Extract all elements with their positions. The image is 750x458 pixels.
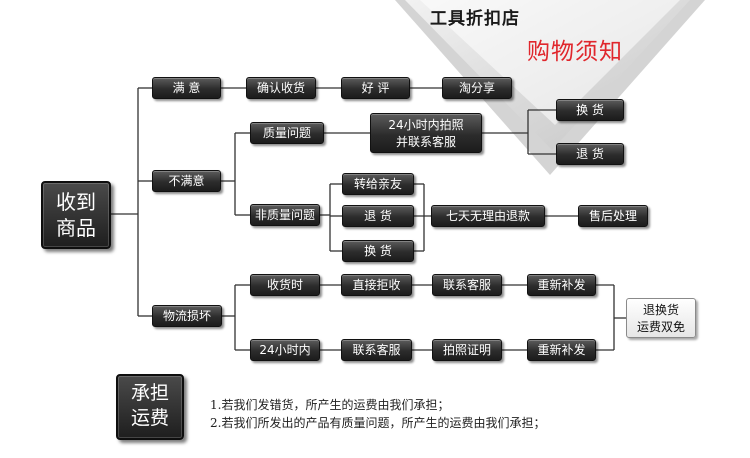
photo-contact-line-2: 并联系客服: [395, 135, 456, 149]
quality-issue-node: 质量问题: [250, 122, 324, 144]
seven-day-refund-node: 七天无理由退款: [431, 205, 545, 227]
within-24h-node: 24小时内: [250, 339, 320, 361]
free-return-line-2: 运费双免: [636, 320, 685, 334]
satisfied-node: 满 意: [152, 77, 221, 99]
exchange-node: 换 货: [556, 99, 624, 121]
photo-contact-node: 24小时内拍照 并联系客服: [370, 113, 482, 153]
receipt-reship-node: 重新补发: [527, 274, 596, 296]
share-node: 淘分享: [442, 77, 512, 99]
24h-contact-service-node: 联系客服: [341, 339, 412, 361]
after-sales-node: 售后处理: [578, 205, 648, 227]
reject-directly-node: 直接拒收: [341, 274, 412, 296]
shipping-note-1: 1.若我们发错货，所产生的运费由我们承担；: [210, 398, 450, 412]
free-return-shipping-node: 退换货 运费双免: [626, 298, 696, 338]
shipping-notes: 1.若我们发错货，所产生的运费由我们承担； 2.若我们所发出的产品有质量问题，所…: [210, 396, 630, 432]
photo-contact-line-1: 24小时内拍照: [388, 118, 464, 132]
photo-proof-node: 拍照证明: [432, 339, 502, 361]
root-line-1: 收到: [56, 190, 96, 214]
logistics-damage-node: 物流损坏: [152, 305, 222, 327]
on-receipt-node: 收货时: [250, 274, 320, 296]
root-line-2: 商品: [56, 216, 96, 240]
page-title: 购物须知: [527, 39, 623, 65]
receipt-contact-service-node: 联系客服: [432, 274, 502, 296]
non-quality-issue-node: 非质量问题: [250, 204, 320, 226]
shop-name: 工具折扣店: [430, 9, 520, 29]
24h-reship-node: 重新补发: [527, 339, 596, 361]
good-review-node: 好 评: [341, 77, 410, 99]
shipping-line-1: 承担: [130, 382, 169, 404]
nq-return-node: 退 货: [342, 205, 414, 227]
free-return-line-1: 退换货: [642, 303, 679, 317]
nq-exchange-node: 换 货: [342, 240, 414, 262]
banner-background: [395, 0, 705, 175]
confirm-receipt-node: 确认收货: [246, 77, 316, 99]
return-node: 退 货: [556, 143, 624, 165]
unsatisfied-node: 不满意: [152, 170, 221, 192]
shipping-line-2: 运费: [130, 407, 169, 429]
received-goods-node: 收到 商品: [41, 181, 111, 249]
shipping-note-2: 2.若我们所发出的产品有质量问题，所产生的运费由我们承担；: [210, 416, 546, 430]
shipping-cost-node: 承担 运费: [116, 374, 184, 440]
give-to-friend-node: 转给亲友: [342, 173, 414, 195]
